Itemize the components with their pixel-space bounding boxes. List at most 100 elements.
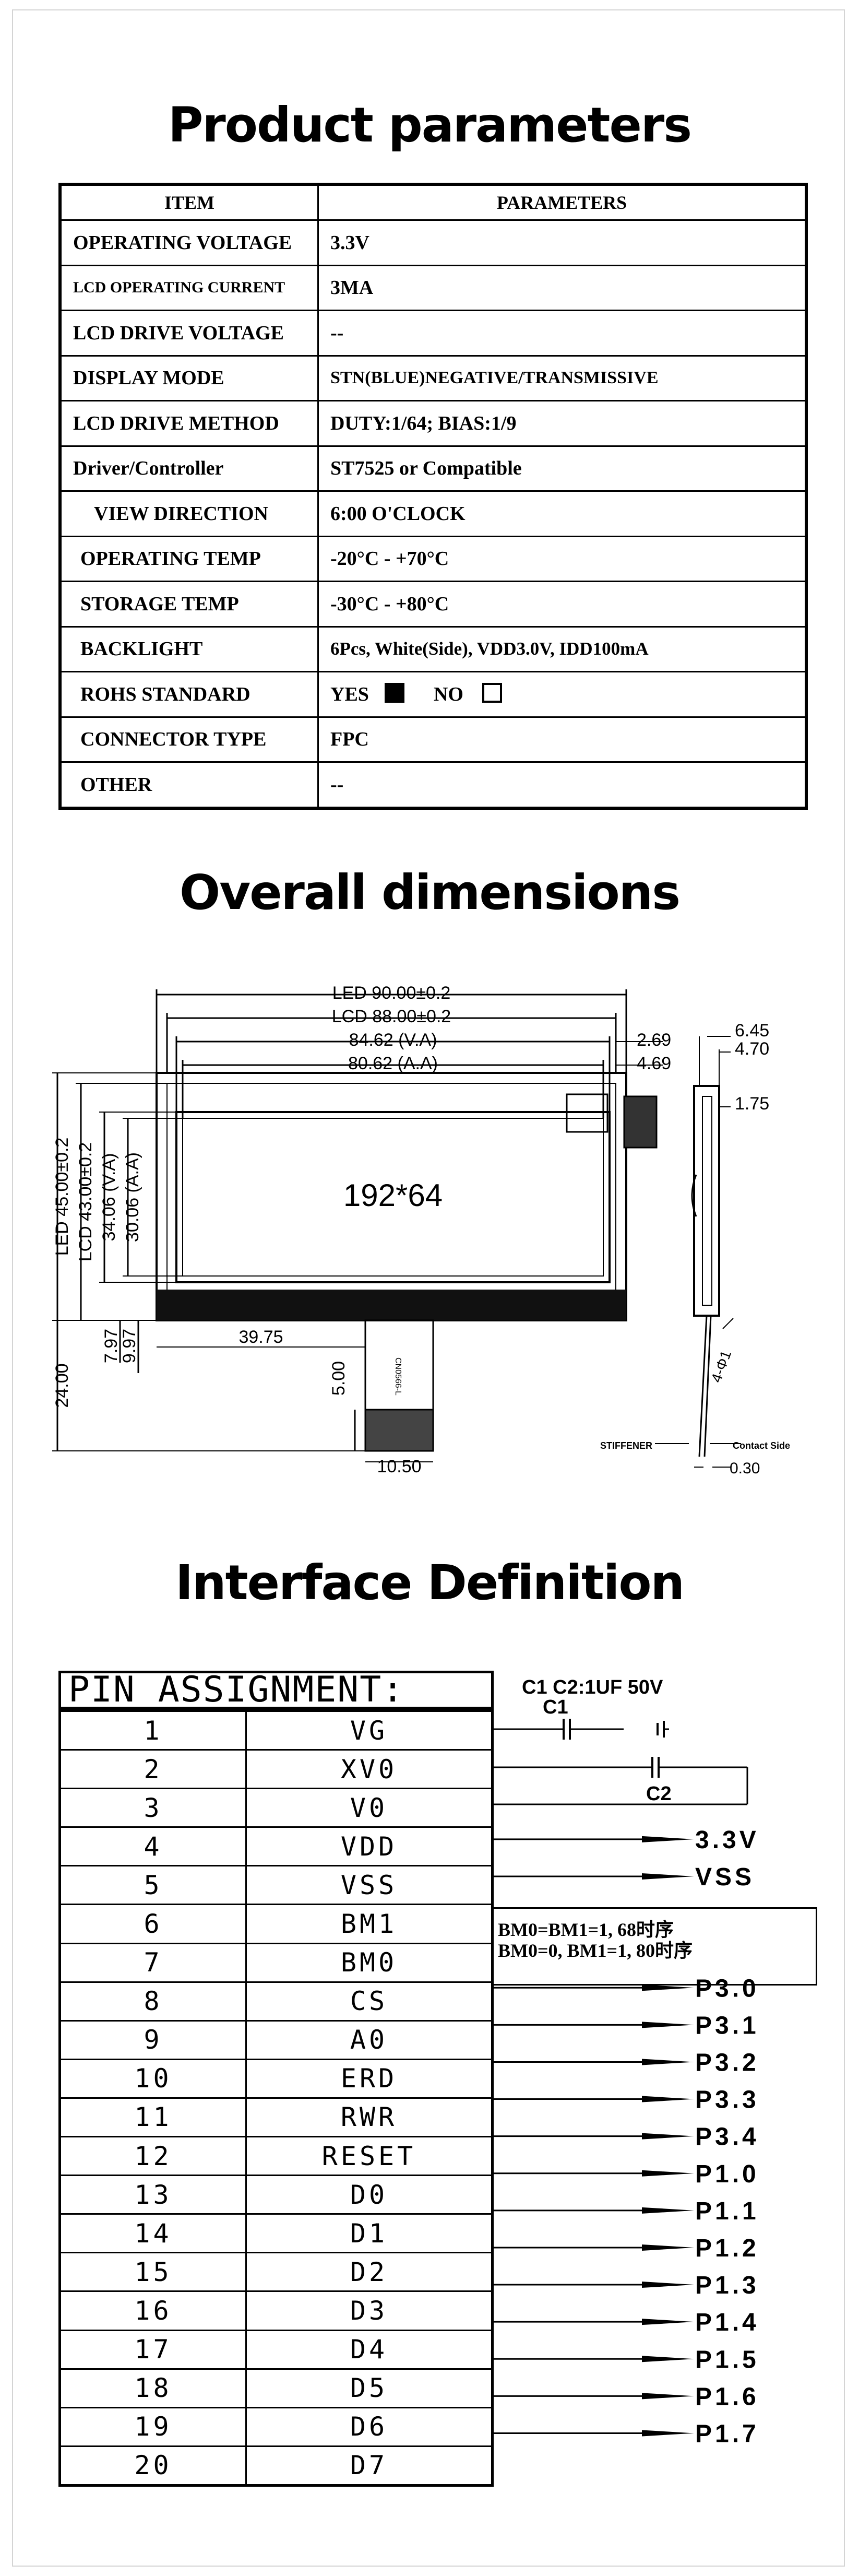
page-frame [12,9,845,2567]
connection-label: P1.6 [695,2383,759,2410]
param-value: 3.3V [317,219,807,266]
pin-number: 16 [59,2290,247,2331]
pin-number: 2 [59,1749,247,1790]
dim-lcd-width: LCD 88.00±0.2 [332,1007,451,1026]
resolution-label: 192*64 [343,1178,443,1213]
param-item: CONNECTOR TYPE [59,716,319,763]
dim-t2: 4.70 [735,1039,769,1059]
connection-label: P1.3 [695,2272,759,2299]
param-value: ST7525 or Compatible [317,445,807,492]
pin-assignment-header: PIN ASSIGNMENT: [58,1671,494,1709]
connection-label: P1.7 [695,2420,759,2448]
pin-number: 6 [59,1904,247,1944]
table-row: STORAGE TEMP-30°C - +80°C [59,581,807,628]
arrow-icon [642,2282,694,2288]
pin-name: VDD [245,1826,493,1867]
connection-label: P3.0 [695,1975,759,2002]
param-item: OTHER [59,761,319,809]
pin-name: CS [245,1981,493,2022]
param-value: 3MA [317,264,807,311]
pin-name: RESET [245,2136,493,2177]
connection-label: P3.3 [695,2086,759,2114]
pin-name: ERD [245,2058,493,2099]
pin-number: 9 [59,2019,247,2060]
dim-va-width: 84.62 (V.A) [349,1030,437,1050]
param-item: VIEW DIRECTION [59,490,319,537]
pin-number: 17 [59,2329,247,2370]
param-value: STN(BLUE)NEGATIVE/TRANSMISSIVE [317,355,807,401]
pin-name: VSS [245,1865,493,1906]
param-item: LCD OPERATING CURRENT [59,264,319,311]
pin-name: XV0 [245,1749,493,1790]
arrow-icon [642,2059,694,2065]
param-value: -- [317,310,807,357]
connection-label: P3.1 [695,2012,759,2039]
dim-aa-height: 30.06 (A.A) [123,1152,142,1242]
pin-number: 20 [59,2445,247,2486]
connection-label: P3.4 [695,2123,759,2151]
dim-lcd-height: LCD 43.00±0.2 [76,1142,96,1261]
connection-label: VSS [695,1863,755,1891]
param-value: -- [317,761,807,809]
pin-name: RWR [245,2097,493,2138]
dim-h9: 9.97 [120,1329,139,1363]
capacitor-note: C1 C2:1UF 50V [522,1676,663,1698]
c2-label: C2 [646,1783,672,1805]
arrow-icon [642,2319,694,2325]
connection-label: P1.1 [695,2197,759,2225]
c1-label: C1 [543,1696,568,1718]
pin-number: 8 [59,1981,247,2022]
arrow-icon [642,2207,694,2214]
rohs-yes-checkbox [384,682,404,703]
dim-r1: 2.69 [637,1030,671,1050]
bus-mode-line2: BM0=0, BM1=1, 80时序 [498,1940,693,1961]
param-item: DISPLAY MODE [59,355,319,401]
arrow-icon [642,2022,694,2028]
arrow-icon [642,1873,694,1880]
dim-t1: 6.45 [735,1021,769,1041]
pin-name: D5 [245,2368,493,2408]
pin-number: 7 [59,1942,247,1983]
connection-label: P1.4 [695,2309,759,2336]
pin-name: D7 [245,2445,493,2486]
pin-name: D0 [245,2175,493,2215]
pin-number: 4 [59,1826,247,1867]
pin-name: D3 [245,2290,493,2331]
dim-fpc-5: 5.00 [329,1361,349,1396]
dim-led-height: LED 45.00±0.2 [52,1138,72,1256]
dim-h7: 7.97 [101,1329,121,1363]
param-value: -20°C - +70°C [317,535,807,582]
arrow-icon [642,2133,694,2140]
arrow-icon [642,2096,694,2102]
parameters-header: PARAMETERS [317,183,807,221]
pin-number: 11 [59,2097,247,2138]
dim-fpc-x: 39.75 [238,1327,283,1347]
item-header: ITEM [59,183,319,221]
connection-label: P3.2 [695,2049,759,2076]
table-row: OPERATING TEMP-20°C - +70°C [59,535,807,582]
param-item: OPERATING VOLTAGE [59,219,319,266]
bus-mode-note: BM0=BM1=1, 68时序 BM0=0, BM1=1, 80时序 [494,1907,817,1986]
param-item: LCD DRIVE VOLTAGE [59,310,319,357]
param-value: 6:00 O'CLOCK [317,490,807,537]
dim-fpc-width: 10.50 [377,1457,421,1476]
dim-t3: 1.75 [735,1094,769,1114]
pin-number: 14 [59,2213,247,2254]
param-value: FPC [317,716,807,763]
